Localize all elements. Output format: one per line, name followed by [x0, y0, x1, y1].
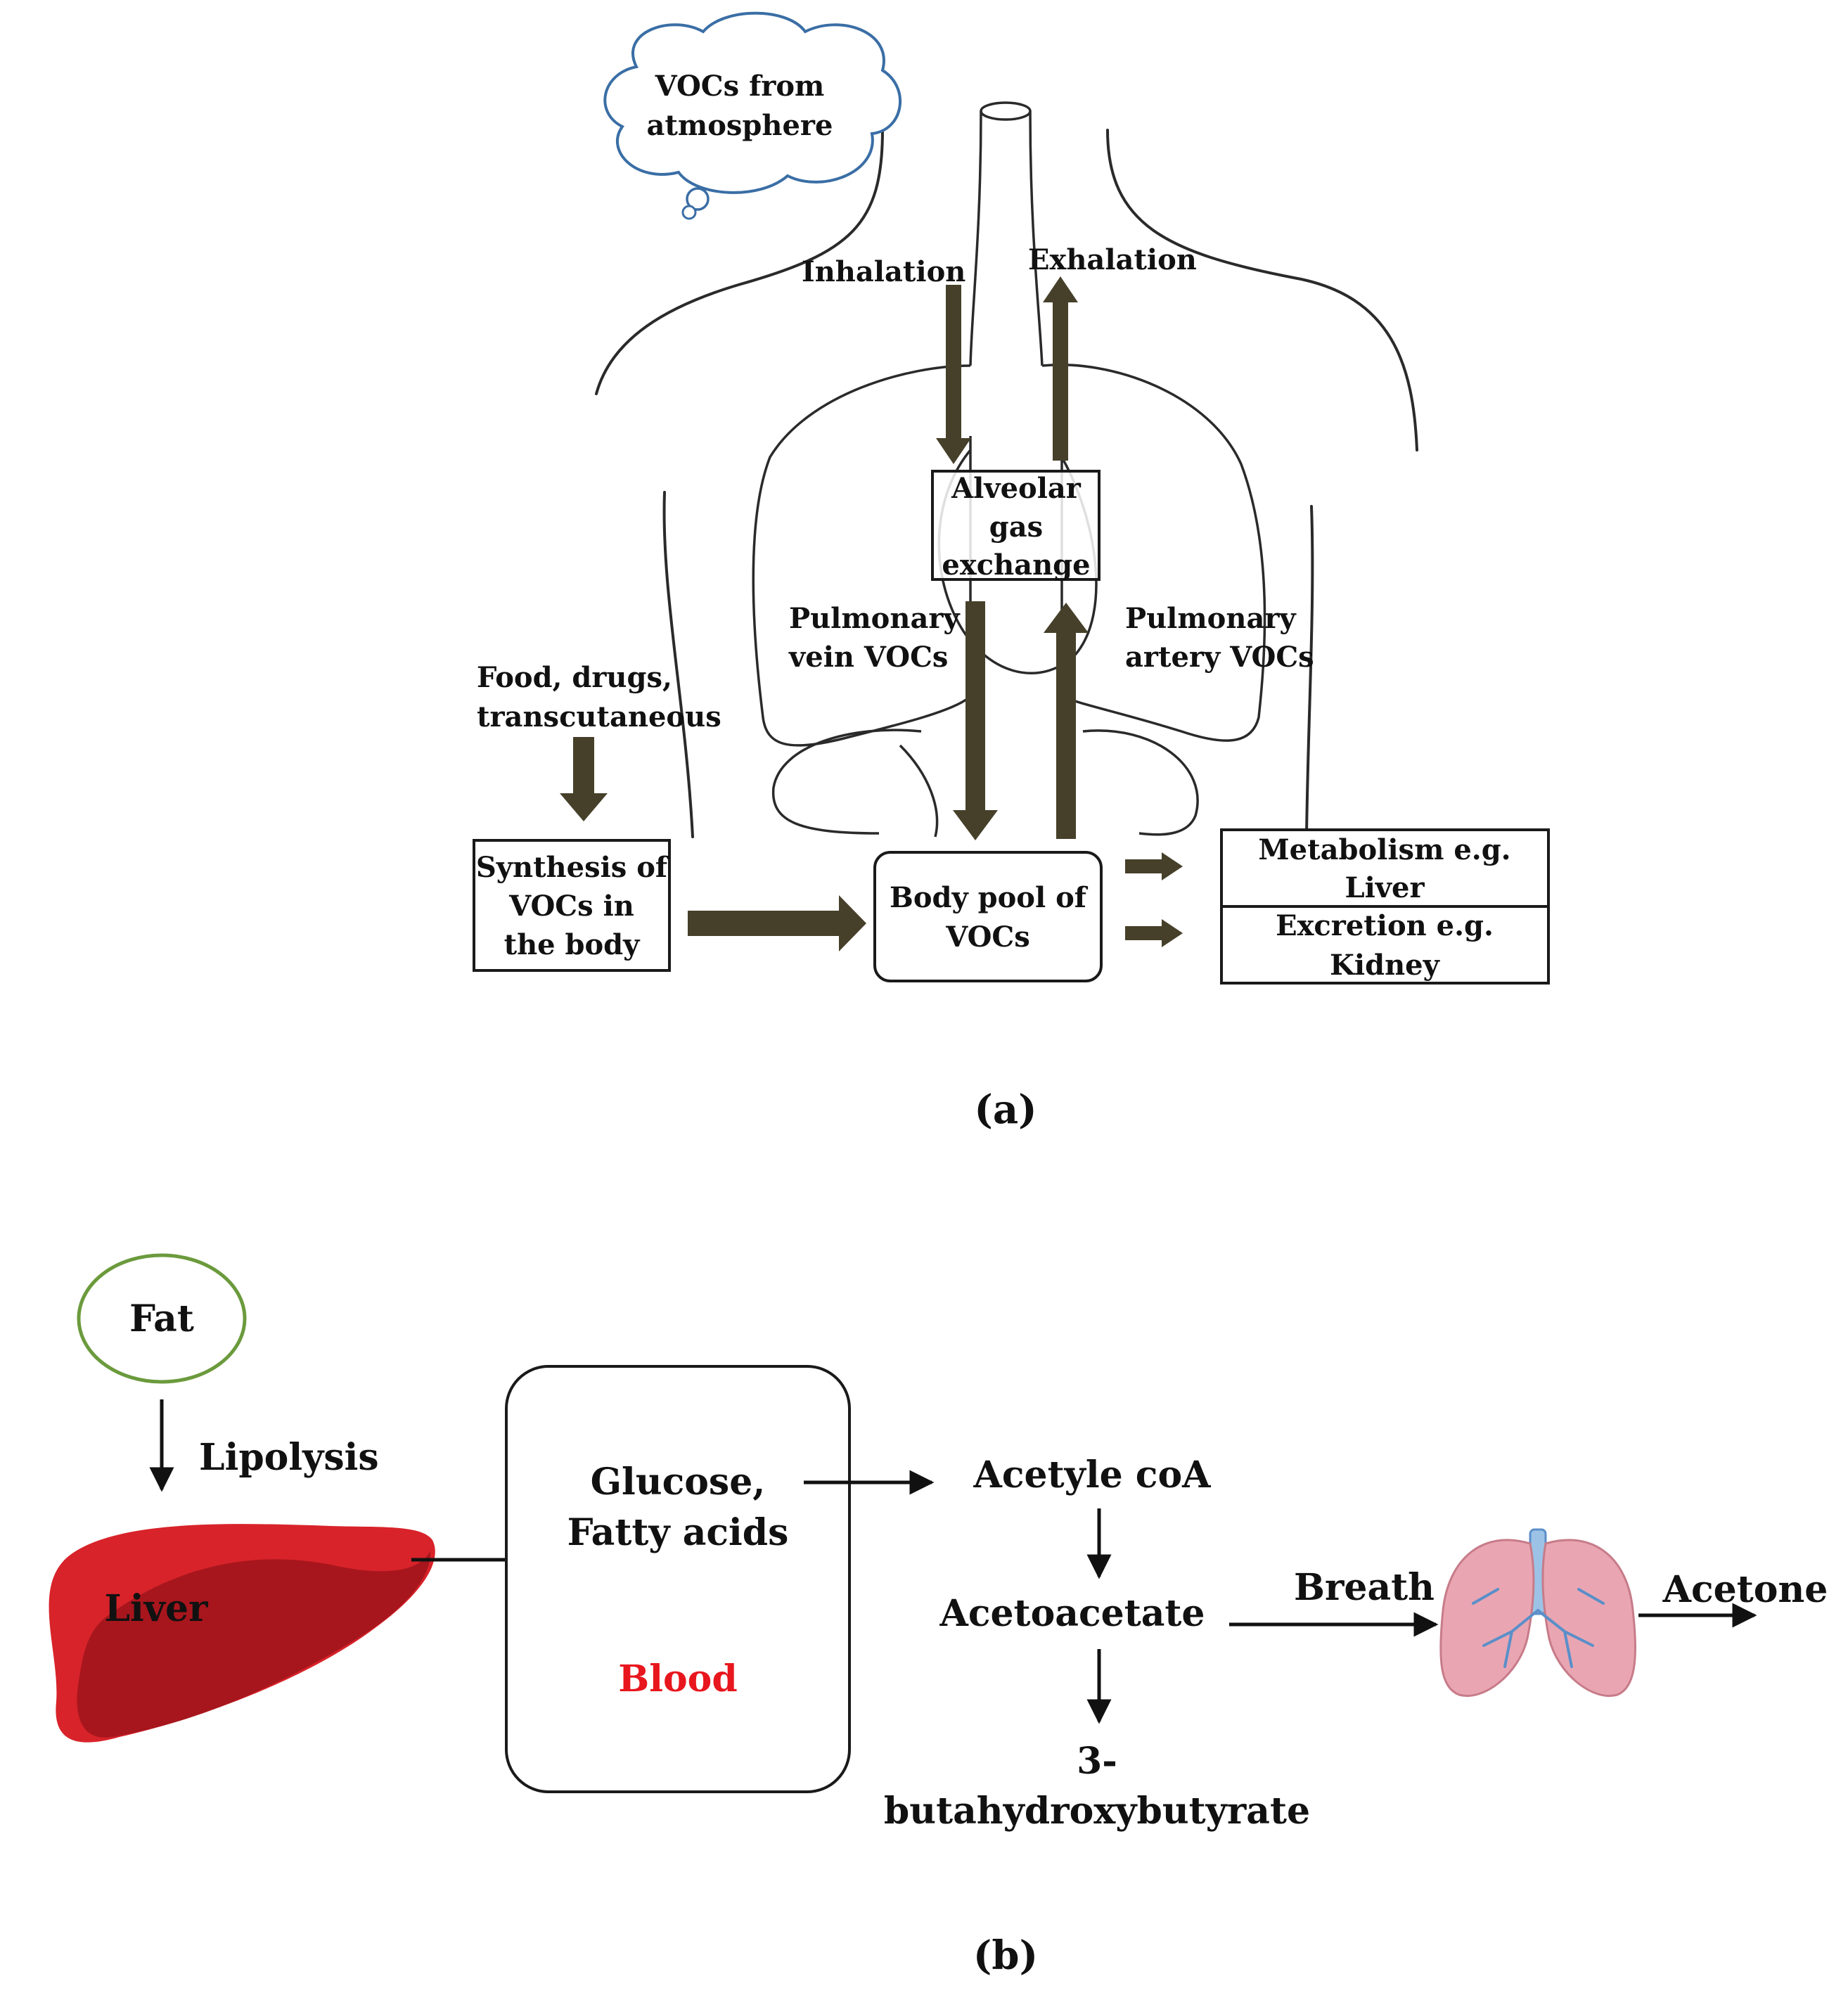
- breath-label: Breath: [1294, 1566, 1435, 1609]
- glucose-label-2: Fatty acids: [567, 1511, 789, 1554]
- synthesis-label-1: Synthesis of: [476, 851, 669, 884]
- lungs-icon: [1439, 1528, 1636, 1697]
- butyrate-label-2: butahydroxybutyrate: [884, 1790, 1310, 1833]
- caption-a: (a): [974, 1086, 1037, 1133]
- cloud-label-1: VOCs from: [655, 70, 825, 103]
- atmosphere-cloud: VOCs from atmosphere: [603, 11, 901, 220]
- butyrate-label-1: 3-: [1077, 1740, 1117, 1783]
- caption-b: (b): [973, 1932, 1038, 1979]
- fat-label: Fat: [129, 1297, 194, 1340]
- alveolar-box: Alveolar gas exchange: [931, 470, 1101, 582]
- excretion-label-1: Excretion e.g.: [1276, 909, 1494, 942]
- glucose-label-1: Glucose,: [591, 1461, 766, 1503]
- cloud-label-2: atmosphere: [647, 109, 833, 142]
- acetyl-label: Acetyle coA: [973, 1454, 1212, 1496]
- exhalation-arrow: [1043, 276, 1078, 461]
- torso-outline: [595, 129, 1418, 838]
- body-pool-label-2: VOCs: [945, 921, 1030, 954]
- pulmonary-artery-label-1: Pulmonary: [1125, 602, 1297, 635]
- metabolism-label-2: Liver: [1345, 871, 1425, 904]
- pulmonary-vein-label-2: vein VOCs: [788, 641, 948, 674]
- inhalation-label: Inhalation: [802, 255, 965, 288]
- synthesis-label-2: VOCs in: [508, 890, 634, 923]
- body-pool-label-1: Body pool of: [890, 881, 1089, 914]
- pulmonary-vein-arrow: [953, 601, 998, 840]
- acetone-label: Acetone: [1662, 1568, 1828, 1611]
- alveolar-label-1: Alveolar: [951, 472, 1082, 505]
- food-arrow: [560, 737, 608, 821]
- pulmonary-vein-label-1: Pulmonary: [789, 602, 961, 635]
- pulmonary-artery-label-2: artery VOCs: [1125, 641, 1314, 674]
- exhalation-label: Exhalation: [1028, 243, 1197, 276]
- food-label-1: Food, drugs,: [477, 661, 672, 694]
- liver-shape: Liver: [49, 1524, 435, 1743]
- metabolism-excretion-box: Metabolism e.g. Liver Excretion e.g. Kid…: [1220, 828, 1550, 985]
- food-label-2: transcutaneous: [477, 700, 721, 733]
- synthesis-box: Synthesis of VOCs in the body: [473, 839, 671, 972]
- panel-a: VOCs from atmosphere Inhalation Exhalati…: [473, 11, 1550, 1133]
- alveolar-label-3: exchange: [942, 549, 1090, 582]
- pool-to-excretion-arrow: [1125, 919, 1183, 947]
- panel-b: Fat Lipolysis Liver Glucose, Fatty acids…: [49, 1253, 1828, 1979]
- synthesis-to-pool-arrow: [688, 895, 866, 951]
- trachea: [969, 101, 1044, 366]
- pulmonary-artery-arrow: [1044, 603, 1089, 839]
- liver-label: Liver: [104, 1587, 208, 1630]
- lungs-outline: [752, 364, 1266, 747]
- inhalation-arrow: [936, 285, 971, 464]
- lipolysis-label: Lipolysis: [199, 1436, 379, 1479]
- pool-to-metabolism-arrow: [1125, 852, 1183, 880]
- acetoacetate-label: Acetoacetate: [939, 1592, 1205, 1635]
- synthesis-label-3: the body: [504, 928, 641, 961]
- blood-label: Blood: [618, 1657, 737, 1700]
- metabolism-label-1: Metabolism e.g.: [1258, 833, 1510, 866]
- fat-node: Fat: [77, 1253, 247, 1384]
- blood-box: Glucose, Fatty acids Blood: [505, 1365, 851, 1793]
- alveolar-label-2: gas: [989, 511, 1043, 544]
- excretion-label-2: Kidney: [1330, 949, 1440, 982]
- body-pool-box: Body pool of VOCs: [873, 851, 1103, 982]
